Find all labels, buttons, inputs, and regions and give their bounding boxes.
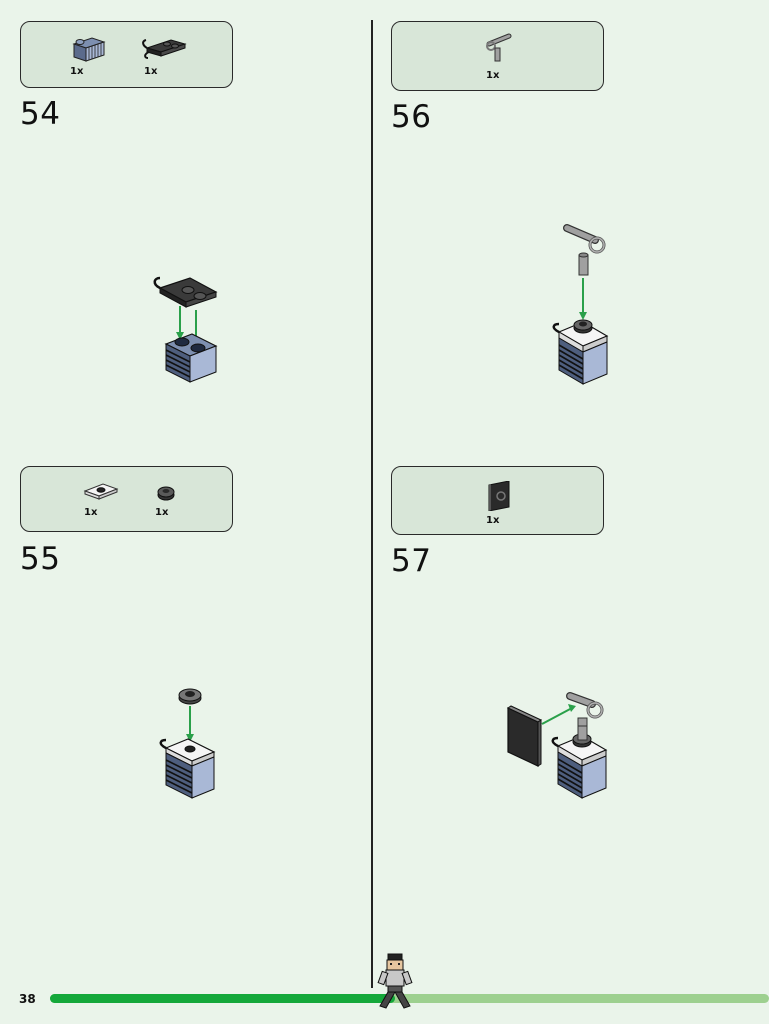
part-grille-brick: 1x [68, 34, 108, 77]
step-number-55: 55 [20, 541, 61, 577]
parts-callout-step-57: 1x [391, 466, 604, 535]
grille-brick-icon [72, 37, 106, 62]
progress-bar-track [50, 994, 769, 1003]
step-number-57: 57 [391, 543, 432, 579]
part-quantity: 1x [486, 70, 500, 81]
plate-with-clips-icon [142, 39, 187, 59]
part-round-plate: 1x [151, 485, 181, 518]
part-quantity: 1x [155, 507, 169, 518]
assembly-illustration-step-54 [150, 270, 230, 394]
assembly-illustration-step-55 [152, 686, 222, 806]
progress-bar-fill [50, 994, 395, 1003]
part-plate-with-clips: 1x [139, 36, 189, 77]
part-bar-with-clip: 1x [480, 30, 516, 81]
tile-with-clip-icon [488, 481, 510, 511]
parts-callout-step-55: 1x 1x [20, 466, 233, 532]
jumper-plate-icon [83, 483, 119, 500]
bar-with-clip-icon [486, 33, 512, 62]
part-quantity: 1x [486, 515, 500, 526]
assembly-illustration-step-56 [545, 218, 615, 392]
part-quantity: 1x [70, 66, 84, 77]
parts-callout-step-56: 1x [391, 21, 604, 91]
part-tile-with-clip: 1x [482, 481, 516, 526]
part-quantity: 1x [144, 66, 158, 77]
parts-callout-step-54: 1x 1x [20, 21, 233, 88]
round-plate-icon [157, 486, 175, 501]
part-quantity: 1x [84, 507, 98, 518]
assembly-illustration-step-57 [500, 686, 612, 812]
part-jumper-plate: 1x [79, 481, 123, 518]
page-number: 38 [19, 992, 36, 1006]
step-number-54: 54 [20, 96, 61, 132]
column-divider [371, 20, 373, 988]
step-number-56: 56 [391, 99, 432, 135]
minifigure-progress-marker-icon [376, 952, 416, 1018]
